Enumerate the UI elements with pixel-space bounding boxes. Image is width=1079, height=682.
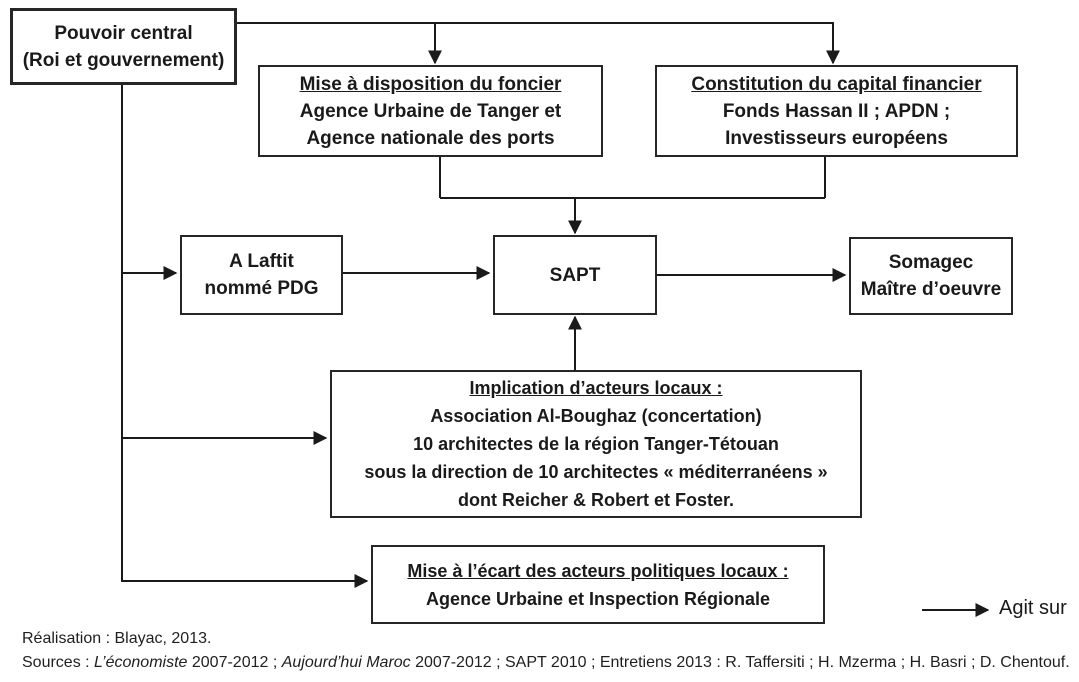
caption-sources-prefix: Sources :: [22, 654, 95, 671]
node-line: nommé PDG: [204, 278, 319, 299]
node-line: Pouvoir central: [54, 22, 193, 44]
node-title: Mise à disposition du foncier: [299, 73, 562, 95]
node-line: (Roi et gouvernement): [22, 49, 225, 71]
node-line: dont Reicher & Robert et Foster.: [457, 490, 735, 510]
node-title: Constitution du capital financier: [691, 73, 982, 95]
node-line: A Laftit: [229, 251, 294, 272]
node-line: Fonds Hassan II ; APDN ;: [722, 100, 951, 122]
node-implication-acteurs-locaux: Implication d’acteurs locaux : Associati…: [330, 370, 862, 518]
caption-source-economiste: L’économiste: [94, 654, 188, 671]
node-constitution-capital: Constitution du capital financier Fonds …: [655, 65, 1018, 157]
node-line: Agence nationale des ports: [306, 127, 555, 149]
node-line: SAPT: [549, 264, 601, 286]
node-laftit-pdg: A Laftit nommé PDG: [180, 235, 343, 315]
node-somagec: Somagec Maître d’oeuvre: [849, 237, 1013, 315]
legend-label: Agit sur: [999, 597, 1067, 619]
node-pouvoir-central: Pouvoir central (Roi et gouvernement): [10, 8, 237, 85]
caption-sources-rest: 2007-2012 ; SAPT 2010 ; Entretiens 2013 …: [410, 654, 1070, 671]
node-sapt: SAPT: [493, 235, 657, 315]
node-line: 10 architectes de la région Tanger-Tétou…: [413, 434, 779, 454]
caption-sources: Sources : L’économiste 2007-2012 ; Aujou…: [22, 654, 1070, 672]
node-title: Implication d’acteurs locaux :: [469, 378, 723, 398]
arrow-pouvoir-to-ecart: [121, 85, 369, 588]
node-line: Agence Urbaine de Tanger et: [299, 100, 562, 122]
caption-source-aujourdhui-maroc: Aujourd’hui Maroc: [281, 654, 411, 671]
node-mise-a-disposition-foncier: Mise à disposition du foncier Agence Urb…: [258, 65, 603, 157]
caption-realisation: Réalisation : Blayac, 2013.: [22, 630, 212, 647]
node-line: Association Al-Boughaz (concertation): [430, 406, 762, 426]
node-line: sous la direction de 10 architectes « mé…: [364, 462, 828, 482]
caption-sources-mid: 2007-2012 ;: [187, 654, 282, 671]
node-title: Mise à l’écart des acteurs politiques lo…: [407, 560, 789, 581]
node-line: Investisseurs européens: [725, 127, 948, 149]
node-line: Agence Urbaine et Inspection Régionale: [425, 588, 771, 609]
node-line: Somagec: [888, 252, 974, 273]
node-line: Maître d’oeuvre: [860, 279, 1002, 300]
arrow-pouvoir-to-capital: [237, 22, 840, 65]
node-mise-a-lecart: Mise à l’écart des acteurs politiques lo…: [371, 545, 825, 624]
